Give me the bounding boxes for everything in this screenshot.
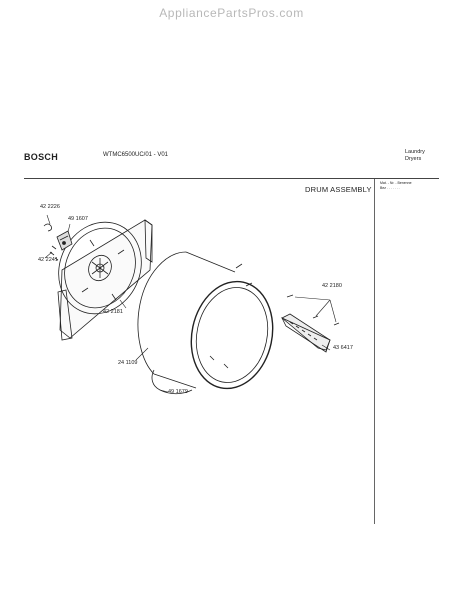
model-number: WTMC6500UC/01 - V01 [103,152,169,158]
part-label-42-2180: 42 2180 [322,283,342,289]
drum-baffle [281,313,331,353]
drum [134,251,274,390]
rear-bulkhead [57,219,153,341]
part-label-49-1607: 49 1607 [68,216,88,222]
product-category: Laundry Dryers [405,149,425,163]
part-label-42-2226: 42 2226 [40,204,60,210]
bearing-bracket [56,230,73,251]
side-column-subheader: Bez . . . . . . . [380,186,400,190]
baffle-screws [286,294,340,326]
header-divider [24,178,439,179]
part-label-43-6417: 43 6417 [333,345,353,351]
product-line-1: Laundry [405,149,425,155]
brand-label: BOSCH [24,152,59,162]
part-label-49-1679: 49 1679 [168,389,188,395]
product-line-2: Dryers [405,156,422,162]
side-column-divider [374,179,375,524]
section-title: DRUM ASSEMBLY [305,185,372,194]
side-column-header: Mat. - Nr. - Benenne [380,181,412,185]
part-label-24-1109: 24 1109 [118,360,138,366]
leader-lines [44,214,337,393]
screw-fasteners [49,245,59,261]
part-label-42-2241: 42 2241 [38,257,58,263]
retaining-clip [43,223,52,232]
watermark: AppliancePartsPros.com [159,6,304,20]
part-label-42-2181: 42 2181 [103,309,123,315]
